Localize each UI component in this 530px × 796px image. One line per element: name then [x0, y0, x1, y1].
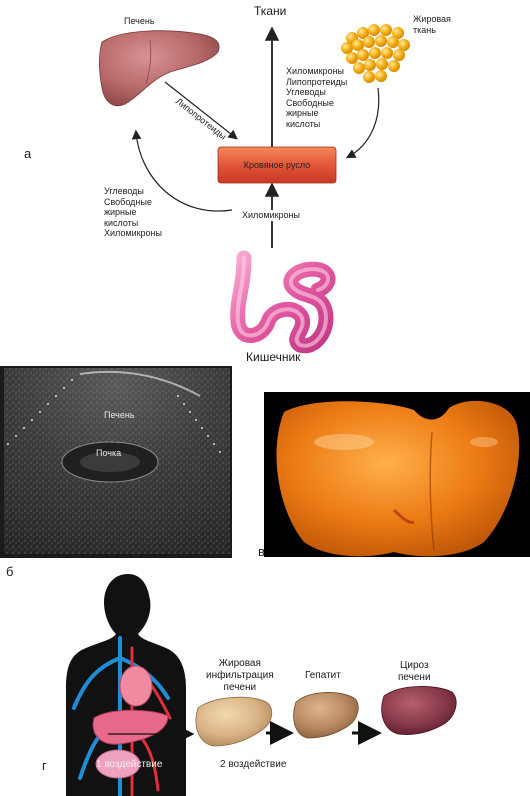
bloodstream-label: Кровяное русло [243, 160, 311, 170]
heart-shape [119, 665, 153, 707]
exposure1-label: 1 воздействие [96, 759, 163, 770]
arrow-adipose-to-blood [345, 87, 380, 159]
stage3-label: Цироз печени [398, 660, 431, 683]
stage1-label: Жировая инфильтрация печени [206, 658, 274, 693]
intestine-illustration [230, 250, 336, 354]
exposure2-label: 2 воздействие [220, 759, 287, 770]
body-liver-shape [92, 709, 169, 745]
arrow-to-liver [131, 129, 233, 212]
panel-a: а Печень Ткани Жировая ткань Липопротеид… [0, 0, 530, 365]
fatty-liver-photo [264, 392, 530, 557]
bloodstream-bar [217, 146, 337, 184]
liver-illustration [98, 30, 220, 107]
liver-inputs-list: Углеводы Свободные жирные кислоты Хиломи… [104, 186, 162, 238]
ultrasound-image [0, 366, 232, 558]
arrow-liver-to-blood [164, 81, 238, 140]
panel-v: в [244, 392, 530, 567]
liver-label: Печень [124, 16, 155, 26]
intestine-label: Кишечник [246, 350, 301, 364]
panel-g-graphics [66, 574, 457, 796]
panel-v-letter: в [258, 544, 265, 559]
hepatitis-liver [293, 692, 359, 739]
panel-b-letter: б [6, 564, 14, 579]
adipose-label: Жировая ткань [413, 14, 451, 35]
panel-b: Печень Почка б [0, 366, 232, 586]
panel-g: Жировая инфильтрация печени Гепатит Циро… [0, 568, 530, 796]
cirrhosis-liver [381, 686, 457, 735]
adipose-tissue-illustration [341, 24, 410, 83]
tissues-label: Ткани [254, 4, 287, 18]
fatty-infiltration-liver [195, 696, 273, 747]
ultrasound-kidney-label: Почка [96, 448, 122, 458]
panel-a-letter: а [24, 146, 32, 161]
stage2-label: Гепатит [305, 670, 341, 681]
tissues-list: Хиломикроны Липопротеиды Углеводы Свобод… [286, 66, 348, 129]
panel-a-graphics [98, 24, 410, 354]
chylomicrons-label: Хиломикроны [240, 210, 302, 221]
panel-g-letter: г [42, 758, 47, 773]
scan-edge-dots [7, 379, 221, 453]
ultrasound-liver-label: Печень [104, 410, 135, 420]
